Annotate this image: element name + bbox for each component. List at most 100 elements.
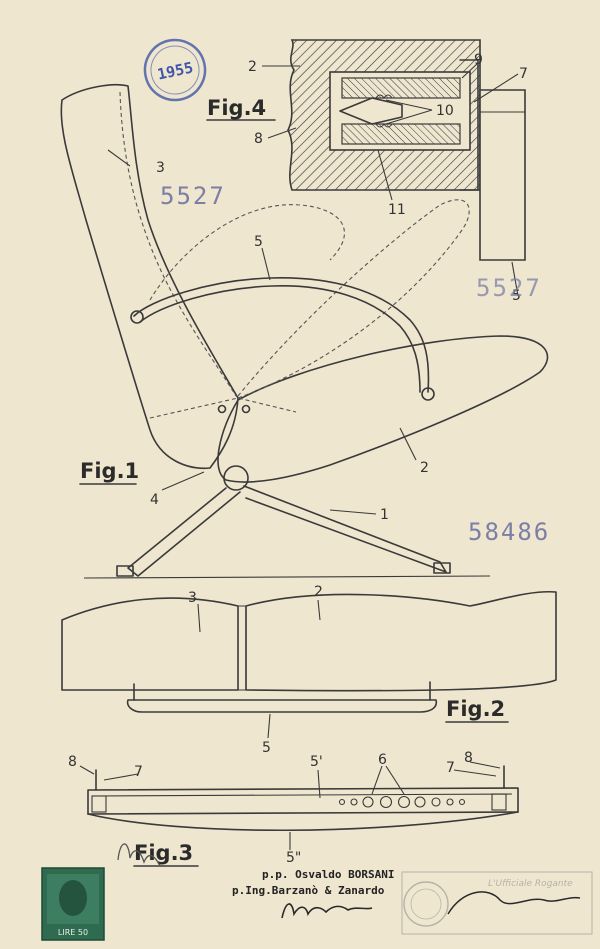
fig1-leader-4 <box>161 471 205 491</box>
fig2-label-2: 2 <box>314 584 323 600</box>
fig1-title: Fig.1 <box>80 459 139 483</box>
fig3-label-7-right: 7 <box>446 760 455 776</box>
fig1-hinge-dash <box>149 397 297 419</box>
fig1-leader-1 <box>329 509 377 515</box>
fig2-label-5: 5 <box>262 740 271 756</box>
fig3-leader-6b <box>385 765 405 795</box>
fig1-front-leg <box>243 485 447 573</box>
fig1-rear-leg <box>127 487 241 577</box>
fig3-label-5dblprime: 5" <box>286 850 301 866</box>
fig2-leader-3 <box>197 603 201 633</box>
signature-scrawl-right <box>447 891 581 915</box>
fig3-end-left <box>91 795 107 813</box>
signature-scrawl-left <box>117 843 161 867</box>
fig2-leader-5 <box>267 713 271 739</box>
signature-line-1: p.p. Osvaldo BORSANI <box>262 868 394 881</box>
fig4-leader-9 <box>461 62 479 79</box>
fig3-leader-7r <box>453 769 497 777</box>
fig3-hole-2 <box>350 798 358 806</box>
fig3-leader-5p <box>317 769 321 799</box>
fig3-leader-6a <box>371 765 383 795</box>
fig1-chair: 1 2 3 4 5 Fig.1 <box>60 83 549 579</box>
fig4-armrest-bar <box>479 89 526 261</box>
fig3-hole-3 <box>362 796 374 808</box>
fig1-seat <box>217 335 549 483</box>
fig4-label-11: 11 <box>388 202 406 218</box>
fig2-label-3: 3 <box>188 590 197 606</box>
fig1-label-5: 5 <box>254 234 263 250</box>
fig1-base-hub <box>223 465 249 491</box>
fig4-upper-plate <box>341 77 461 99</box>
fig1-armrest-outer <box>133 277 430 393</box>
fig3-label-8-right: 8 <box>464 750 473 766</box>
fig1-arm-pivot-rear <box>130 310 144 324</box>
fig3-hole-1 <box>338 798 346 806</box>
office-stamp-text: L'Ufficiale Rogante <box>488 879 573 889</box>
fig3-hole-7 <box>431 797 441 807</box>
fig1-backrest <box>60 83 239 470</box>
fig1-armrest-inner <box>139 285 421 393</box>
fig3-leader-8l <box>79 765 95 775</box>
circle-date-stamp: 1955 <box>143 38 207 102</box>
fig3-label-6: 6 <box>378 752 387 768</box>
fig1-floor-line <box>83 575 491 579</box>
fig3-leader-8r <box>469 761 501 769</box>
signature-line-2: p.Ing.Barzanò & Zanardo <box>232 884 385 897</box>
fig1-front-foot <box>433 562 451 574</box>
revenue-stamp-portrait <box>59 880 87 916</box>
stamp-number-mid: 58486 <box>468 518 550 546</box>
circle-stamp-text: 1955 <box>156 58 195 83</box>
fig1-leader-2 <box>399 427 417 461</box>
fig3-label-7-left: 7 <box>134 764 143 780</box>
fig1-label-3: 3 <box>156 160 165 176</box>
fig3-hole-4 <box>379 795 393 809</box>
fig3-bar-body <box>87 787 519 815</box>
fig4-leader-10b <box>385 109 433 125</box>
revenue-stamp-value: LIRE 50 <box>58 928 88 937</box>
fig1-arm-pivot-front <box>421 387 435 401</box>
fig1-seat-alt-dash <box>237 199 470 399</box>
fig3-bar-inner <box>95 793 513 797</box>
fig3-hole-9 <box>458 798 466 806</box>
fig3-label-5prime: 5' <box>310 754 323 770</box>
fig4-label-2: 2 <box>248 59 257 75</box>
fig2-cushions: 2 3 5 Fig.2 <box>61 584 557 756</box>
fig2-seat-cushion <box>245 590 557 692</box>
fig1-leader-5 <box>261 247 271 281</box>
fig4-spring-top <box>375 94 393 99</box>
fig1-hole-a <box>217 404 227 414</box>
fig1-rear-foot <box>116 565 134 577</box>
stamp-number-top: 5527 <box>160 182 226 210</box>
fig2-title: Fig.2 <box>446 697 505 721</box>
fig4-frame-edge <box>459 59 479 191</box>
fig4-leader-5 <box>511 261 519 297</box>
fig2-leader-2 <box>317 599 321 621</box>
fig1-arm-alt-dash <box>149 204 345 301</box>
fig4-leader-10a <box>385 99 433 111</box>
fig4-label-10: 10 <box>436 103 454 119</box>
fig4-lower-plate <box>341 123 461 145</box>
fig3-hole-8 <box>446 798 454 806</box>
fig1-label-1: 1 <box>380 507 389 523</box>
fig4-label-8: 8 <box>254 131 263 147</box>
office-stamp: L'Ufficiale Rogante <box>401 871 593 935</box>
fig1-leader-3 <box>107 149 131 167</box>
fig3-label-8-left: 8 <box>68 754 77 770</box>
fig1-hole-b <box>241 404 251 414</box>
fig4-label-5: 5 <box>512 288 521 304</box>
fig2-joint <box>238 605 247 691</box>
fig4-leader-11 <box>377 149 393 201</box>
fig1-label-2: 2 <box>420 460 429 476</box>
signature-scrawl-center <box>281 903 373 919</box>
fig4-spring-bottom <box>375 123 393 128</box>
fig3-hole-6 <box>414 796 426 808</box>
fig4-leader-8 <box>267 127 297 139</box>
fig1-backrest-dash <box>119 91 237 397</box>
fig4-clip <box>339 97 403 125</box>
fig3-end-right <box>491 793 507 811</box>
fig3-hole-5 <box>397 795 411 809</box>
fig2-back-cushion <box>61 597 239 691</box>
fig4-section: 2 5 7 8 9 10 11 Fig.4 <box>206 39 528 304</box>
